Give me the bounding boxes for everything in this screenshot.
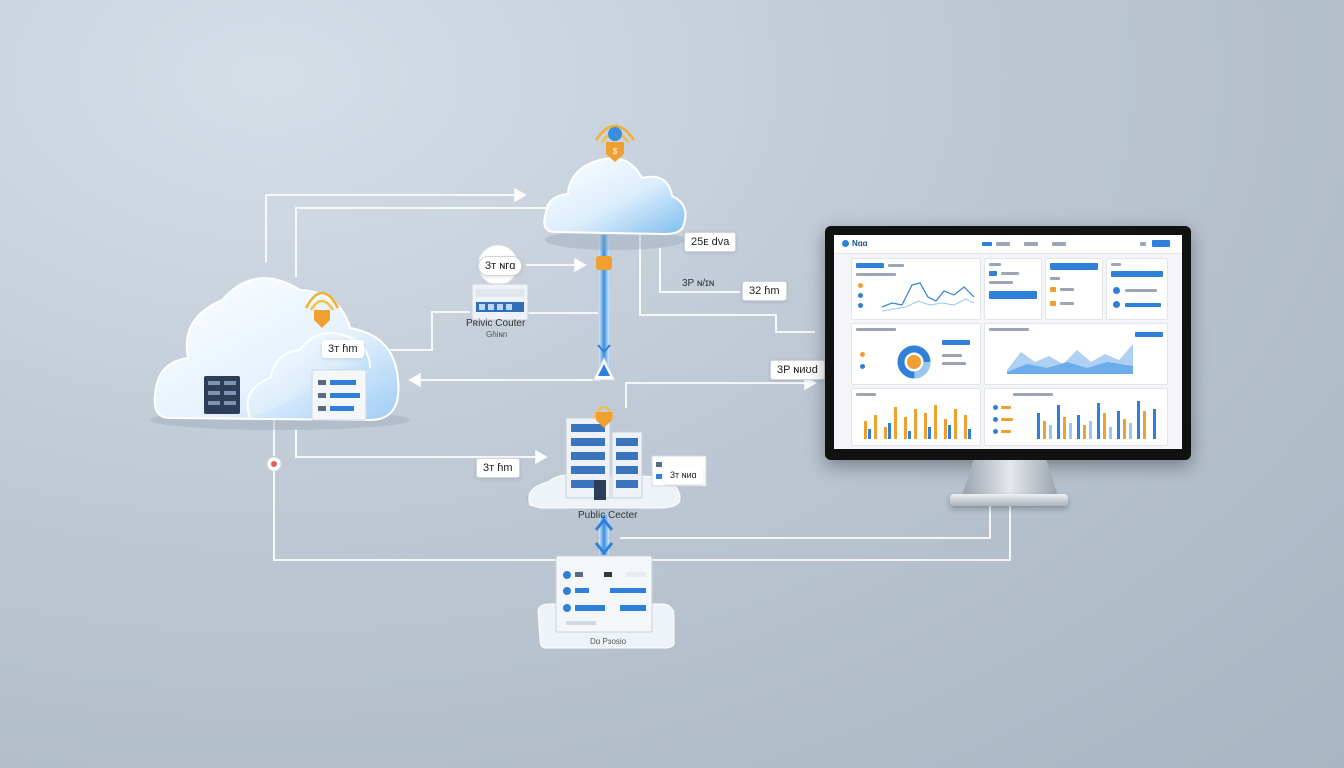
left-cloud-panel [311, 369, 367, 421]
wifi-lock-icon: $ [594, 124, 636, 162]
area-chart [1007, 344, 1133, 374]
bar-chart-2 [1037, 401, 1156, 439]
monitor-link-tag: 3P ɴᴎʊd [770, 360, 825, 380]
left-cloud-tag: 3ᴛ ɦm [322, 340, 364, 358]
dashboard-screen: Nɑɑ [834, 235, 1182, 449]
panel-line-chart [851, 258, 981, 320]
router-caption: Pʀivic Couter [466, 318, 526, 329]
link-badge-icon [596, 256, 612, 270]
panel-metrics [1045, 258, 1103, 320]
bottom-caption: Dɑ Pɜosio [590, 637, 627, 646]
monitor-base [950, 494, 1068, 506]
panel-area-chart [984, 323, 1168, 385]
monitor-stand [962, 460, 1058, 496]
panel-bar-chart-2 [984, 388, 1168, 446]
header-action-button[interactable] [1152, 240, 1170, 247]
header-tab[interactable] [996, 242, 1010, 246]
svg-text:$: $ [613, 147, 618, 156]
hub-icon [592, 344, 616, 381]
router-link-tag-2: 3P ɴ/ɪɴ [682, 278, 715, 289]
line-chart [882, 282, 975, 312]
left-server-rack [204, 376, 240, 414]
connection-lines [265, 187, 1011, 561]
header-tab[interactable] [1024, 242, 1038, 246]
panel-donut [851, 323, 981, 385]
brand-logo-icon [842, 240, 849, 247]
panel-status [1106, 258, 1168, 320]
panel-summary [984, 258, 1042, 320]
datacenter-tag: 3ᴛ ɴᴎɑ [664, 466, 703, 484]
header-tab[interactable] [982, 242, 992, 246]
monitor: Nɑɑ [825, 226, 1191, 460]
cloud-top-tag: 25ᴇ dva [684, 232, 737, 252]
bottom-left-tag: 3ᴛ ɦm [476, 458, 520, 478]
dashboard-header: Nɑɑ [834, 235, 1182, 254]
router-subcaption: Gɦiɴn [486, 330, 508, 339]
top-cloud [543, 157, 687, 250]
bar-chart-1 [864, 405, 971, 439]
dashboard-brand: Nɑɑ [842, 239, 868, 248]
downlink-pipe [599, 515, 609, 555]
panel-bar-chart-1 [851, 388, 981, 446]
brand-name: Nɑɑ [852, 239, 868, 248]
uplink-pipe [599, 235, 609, 365]
header-user-icon[interactable] [1140, 242, 1146, 246]
datacenter-caption: Public Cecter [578, 510, 638, 521]
header-tab[interactable] [1052, 242, 1066, 246]
donut-chart [897, 345, 931, 379]
router-link-tag: 3ᴛ ɴᴦɑ [478, 256, 523, 276]
storage-device [537, 555, 675, 649]
left-cloud [150, 277, 410, 430]
datacenter [526, 406, 682, 510]
monitor-uplink-tag: 32 ɦm [742, 281, 787, 301]
wifi-pin-icon [304, 291, 340, 328]
